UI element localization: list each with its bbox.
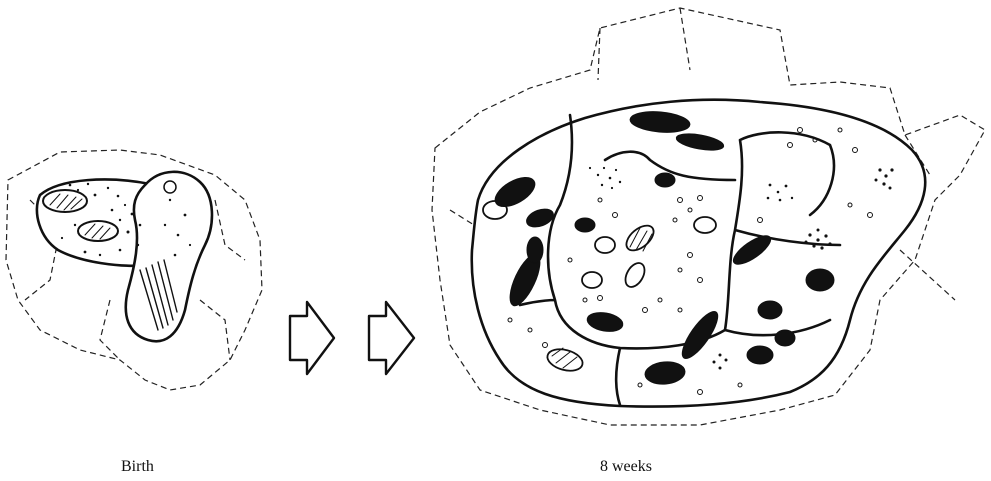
birth-cell-vertical (126, 172, 212, 341)
arrow-icon-2 (369, 302, 414, 374)
birth-dashed-inner-2 (215, 200, 245, 260)
arrow-icon-1 (290, 302, 334, 374)
eight-week-dashed-inner-2 (680, 8, 690, 70)
birth-dashed-inner-3 (200, 300, 230, 360)
birth-dashed-inner-4 (100, 300, 120, 360)
eight-week-cell-illustration (432, 8, 985, 425)
growth-arrows (290, 302, 414, 374)
eight-week-dashed-inner-5 (900, 250, 955, 300)
birth-cell-illustration (6, 150, 262, 390)
caption-birth: Birth (121, 458, 154, 476)
caption-8-weeks: 8 weeks (600, 458, 652, 476)
